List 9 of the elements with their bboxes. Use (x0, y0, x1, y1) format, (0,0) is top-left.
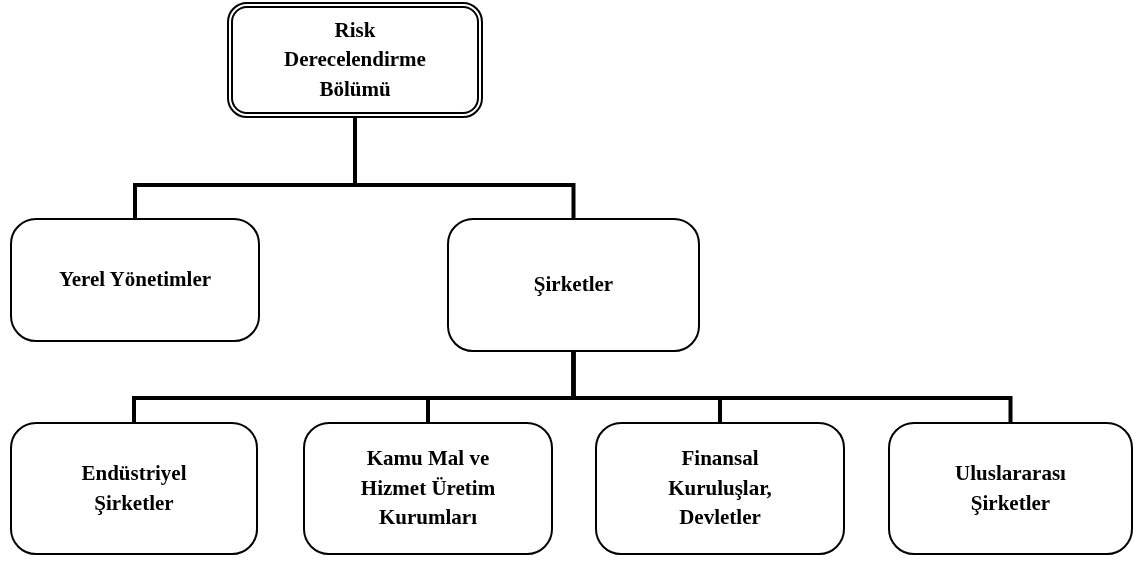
org-box: Yerel Yönetimler (10, 218, 260, 342)
org-box: Kamu Mal ve Hizmet Üretim Kurumları (303, 422, 553, 555)
org-box: Endüstriyel Şirketler (10, 422, 258, 555)
org-box: Uluslararası Şirketler (888, 422, 1133, 555)
org-box: Finansal Kuruluşlar, Devletler (595, 422, 845, 555)
org-box: Şirketler (447, 218, 700, 352)
root-box: Risk Derecelendirme Bölümü (227, 2, 483, 118)
connector-line (571, 352, 1013, 422)
connector-line (353, 118, 576, 218)
